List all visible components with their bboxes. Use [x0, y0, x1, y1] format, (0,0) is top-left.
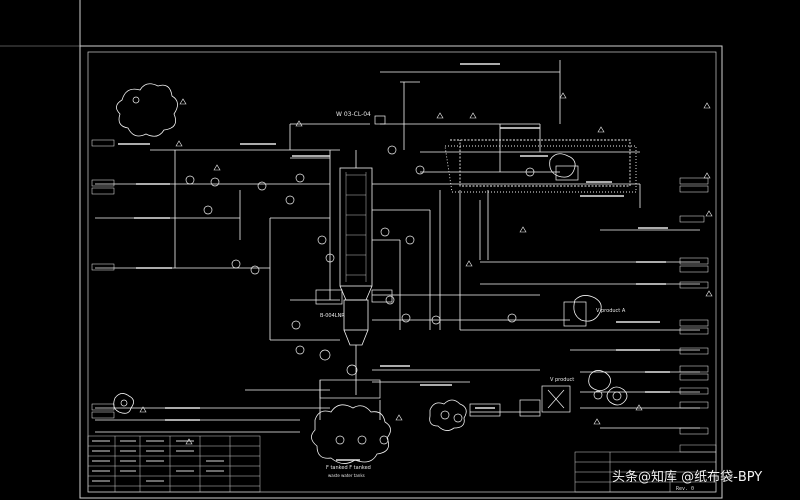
legend-table-fill: [92, 440, 224, 482]
legend-table: [87, 435, 261, 493]
process-lines: [95, 60, 700, 433]
tag-b004lnr: B-004LNR: [320, 313, 345, 319]
watermark-text: 头条@知库 @纸布袋-BPY: [612, 470, 763, 485]
instrument-bubbles: [120, 96, 622, 445]
terminal-boxes: [91, 139, 709, 435]
label-dashes: [118, 63, 670, 461]
box-left-label: F tanked F tanked: [326, 465, 371, 471]
box-left-sub: waste water tanks: [328, 473, 365, 478]
drawing-frame: [0, 0, 723, 499]
valve-symbols: [139, 92, 713, 445]
tag-w03-cl04: W 03-CL-04: [336, 111, 371, 118]
cloud-symbols: [113, 83, 628, 464]
title-block: [574, 444, 717, 493]
tag-v-product-right: V product A: [596, 308, 626, 314]
tag-v-product-bottom: V product: [550, 377, 575, 383]
equipment: [315, 115, 587, 417]
dashed-loop: [444, 139, 637, 193]
rev-label: Rev. 0: [676, 486, 695, 492]
